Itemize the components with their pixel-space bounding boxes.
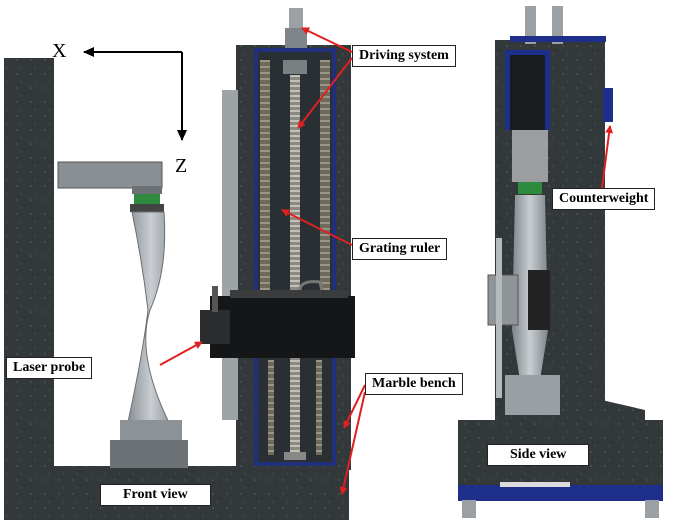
- tower-internals: [254, 48, 336, 466]
- label-front-view: Front view: [100, 484, 211, 506]
- x-axis-label: X: [52, 40, 67, 62]
- arrow-marble-tower: [343, 384, 366, 429]
- label-marble-bench: Marble bench: [365, 373, 463, 395]
- arrow-grating: [281, 209, 353, 246]
- label-grating-ruler: Grating ruler: [352, 238, 448, 260]
- side-internals: [487, 50, 613, 415]
- callout-arrows: [159, 27, 614, 495]
- arrow-counterweight: [601, 125, 614, 189]
- label-counterweight: Counterweight: [552, 188, 656, 210]
- axis-arrows: [83, 47, 187, 141]
- blade-specimen: [110, 211, 188, 468]
- arrow-driving-motor: [301, 27, 353, 53]
- arrow-driving-screw: [297, 57, 353, 129]
- arrow-laser: [159, 341, 203, 366]
- label-laser-probe: Laser probe: [6, 357, 93, 379]
- side-motors: [510, 6, 606, 44]
- label-side-view: Side view: [487, 444, 590, 466]
- label-driving-system: Driving system: [352, 45, 456, 67]
- arrow-marble-base: [339, 391, 366, 495]
- front-arm: [57, 161, 164, 212]
- z-axis-label: Z: [175, 155, 188, 177]
- carriage: [200, 280, 355, 358]
